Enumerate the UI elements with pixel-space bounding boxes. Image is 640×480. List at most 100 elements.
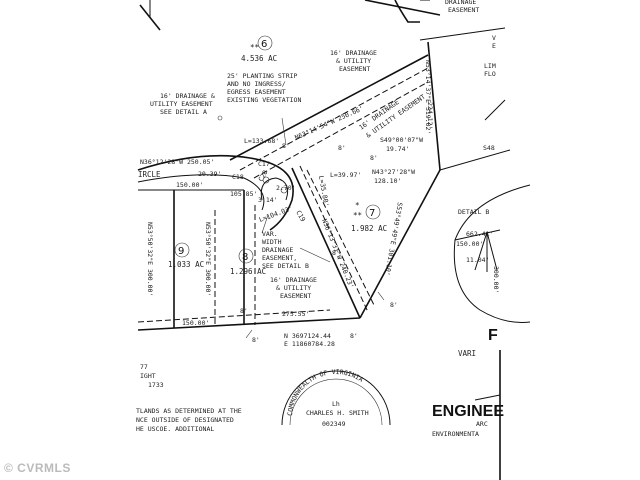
detail-d3: 11.04' (466, 256, 489, 264)
dist-d150a: 150.00' (176, 181, 203, 189)
engineer-label: ENGINEE (432, 403, 504, 420)
svg-text:EASEMENT,: EASEMENT, (262, 254, 297, 262)
svg-text:SEE DETAIL B: SEE DETAIL B (262, 262, 309, 270)
road-name: IRCLE (138, 170, 161, 179)
bearing-b7: N53°50'32"E 300.00' (146, 222, 154, 296)
svg-text:EGRESS EASEMENT: EGRESS EASEMENT (227, 88, 286, 96)
svg-text:8': 8' (332, 249, 340, 257)
svg-text:*: * (355, 201, 360, 210)
svg-text:WIDTH: WIDTH (262, 238, 282, 246)
svg-text:8': 8' (282, 142, 290, 150)
seal-name: CHARLES H. SMITH (306, 409, 369, 417)
bearing-b9: 224.12' (426, 102, 434, 129)
bearing-b1: N53°14'37"E 319.02' (424, 60, 432, 134)
svg-text:8': 8' (370, 154, 378, 162)
lot-6-area: 4.536 AC (241, 54, 277, 63)
lot-8-number: 8 (242, 252, 248, 263)
svg-text:16' DRAINAGE &: 16' DRAINAGE & (160, 92, 215, 100)
dist-d275: 275.55' (282, 310, 309, 318)
note-line1: 77 (140, 363, 148, 371)
lot-6: 6 ** 4.536 AC (241, 35, 277, 63)
dist-d314: 3.14' (258, 196, 278, 204)
lot-9-area: 1.033 AC (168, 260, 204, 269)
svg-text:E: E (492, 42, 496, 50)
curve-c17: C17 (258, 160, 270, 168)
svg-text:SEE DETAIL A: SEE DETAIL A (160, 108, 207, 116)
lot-7: 7 * ** 1.982 AC (351, 201, 387, 233)
curve-c19: C19 (294, 209, 307, 223)
svg-text:FLO: FLO (484, 70, 496, 78)
svg-text:8': 8' (390, 301, 398, 309)
pe-seal: COMMONWEALTH OF VIRGINIA Lh CHARLES H. S… (281, 368, 391, 428)
wetlands-line2: NCE OUTSIDE OF DESIGNATED (136, 416, 234, 424)
svg-text:& UTILITY: & UTILITY (336, 57, 371, 65)
lot-9: 9 1.033 AC (168, 242, 204, 269)
svg-text:16' DRAINAGE: 16' DRAINAGE (330, 49, 377, 57)
bearing-b4: N43°27'28"W (372, 168, 415, 176)
svg-text:VAR.: VAR. (262, 230, 278, 238)
s48-label: S48 (483, 144, 495, 152)
svg-text:AND NO INGRESS/: AND NO INGRESS/ (227, 80, 286, 88)
env-label: ENVIRONMENTA (432, 430, 479, 438)
svg-text:V: V (492, 34, 496, 42)
dist-l133: L=133.68' (244, 137, 279, 145)
svg-text:DRAINAGE: DRAINAGE (262, 246, 293, 254)
detail-d2: 150.00' (456, 240, 483, 248)
detail-d1: 662.41' (466, 230, 493, 238)
bearing-b4-dist: 128.10' (374, 177, 401, 185)
lot-7-area: 1.982 AC (351, 224, 387, 233)
watermark: © CVRMLS (4, 461, 71, 475)
detail-label: DETAIL B (458, 208, 489, 216)
svg-text:DRAINAGE: DRAINAGE (445, 0, 476, 6)
bearing-b5: S53°49'49"E 301.10' (383, 202, 404, 277)
svg-text:EASEMENT: EASEMENT (339, 65, 370, 73)
svg-text:& UTILITY: & UTILITY (276, 284, 311, 292)
dist-d20: 20.39' (198, 170, 221, 178)
wetlands-line3: HE USCOE. ADDITIONAL (136, 425, 214, 433)
bearing-b3-dist: 19.74' (386, 145, 409, 153)
bearing-b6: N53°50'32"E 300.00' (204, 222, 212, 296)
note-line2: IGHT (140, 372, 156, 380)
svg-text:F: F (488, 327, 498, 344)
detail-b: DETAIL B 662.41' 150.00' 11.04' 300.00' (456, 208, 500, 293)
svg-text:EASEMENT: EASEMENT (448, 6, 479, 14)
svg-text:8': 8' (338, 144, 346, 152)
svg-text:UTILITY EASEMENT: UTILITY EASEMENT (150, 100, 213, 108)
svg-text:EASEMENT: EASEMENT (280, 292, 311, 300)
bearing-b3: S49°00'07"W (380, 136, 423, 144)
vari-label: VARI (458, 349, 476, 358)
dist-l39: L=39.97' (330, 171, 361, 179)
detail-d4: 300.00' (492, 266, 500, 293)
lot-7-number: 7 (369, 208, 375, 219)
curve-c18: C18 (232, 173, 244, 181)
arc-label: ARC (476, 420, 488, 428)
coord-n: N 3697124.44 (284, 332, 331, 340)
svg-text:**: ** (250, 43, 259, 52)
lot-8: 8 1.296 AC (230, 248, 266, 276)
note-line3: 1733 (148, 381, 164, 389)
bearing-b11: L=35.80' (317, 175, 330, 207)
bearing-b8: N36°12'28"W 250.05' (140, 158, 214, 166)
svg-text:Lh: Lh (332, 400, 340, 408)
dist-d270: 2.70' (276, 184, 296, 192)
dist-d150b: 150.00' (182, 319, 209, 327)
notes: 77 IGHT 1733 TLANDS AS DETERMINED AT THE… (136, 363, 242, 433)
seal-number: 002349 (322, 420, 346, 428)
svg-text:8': 8' (350, 332, 358, 340)
lot-6-number: 6 (261, 39, 267, 50)
coord-e: E 11860784.28 (284, 340, 335, 348)
dist-d105: 105.85' (230, 190, 257, 198)
lot-9-number: 9 (178, 246, 184, 257)
right-labels: ENGINEE ARC ENVIRONMENTA VARI LIM FLO S4… (432, 34, 504, 438)
svg-text:8': 8' (240, 307, 248, 315)
lot-8-area: 1.296 AC (230, 267, 266, 276)
coordinate-labels: N 3697124.44 E 11860784.28 (284, 332, 335, 348)
wetlands-line1: TLANDS AS DETERMINED AT THE (136, 407, 242, 415)
svg-text:16' DRAINAGE: 16' DRAINAGE (270, 276, 317, 284)
svg-text:25' PLANTING STRIP: 25' PLANTING STRIP (227, 72, 298, 80)
easement-labels: DRAINAGE EASEMENT 16' DRAINAGE & UTILITY… (150, 0, 479, 300)
svg-text:8': 8' (252, 336, 260, 344)
svg-text:EXISTING VEGETATION: EXISTING VEGETATION (227, 96, 301, 104)
svg-text:**: ** (353, 211, 362, 220)
